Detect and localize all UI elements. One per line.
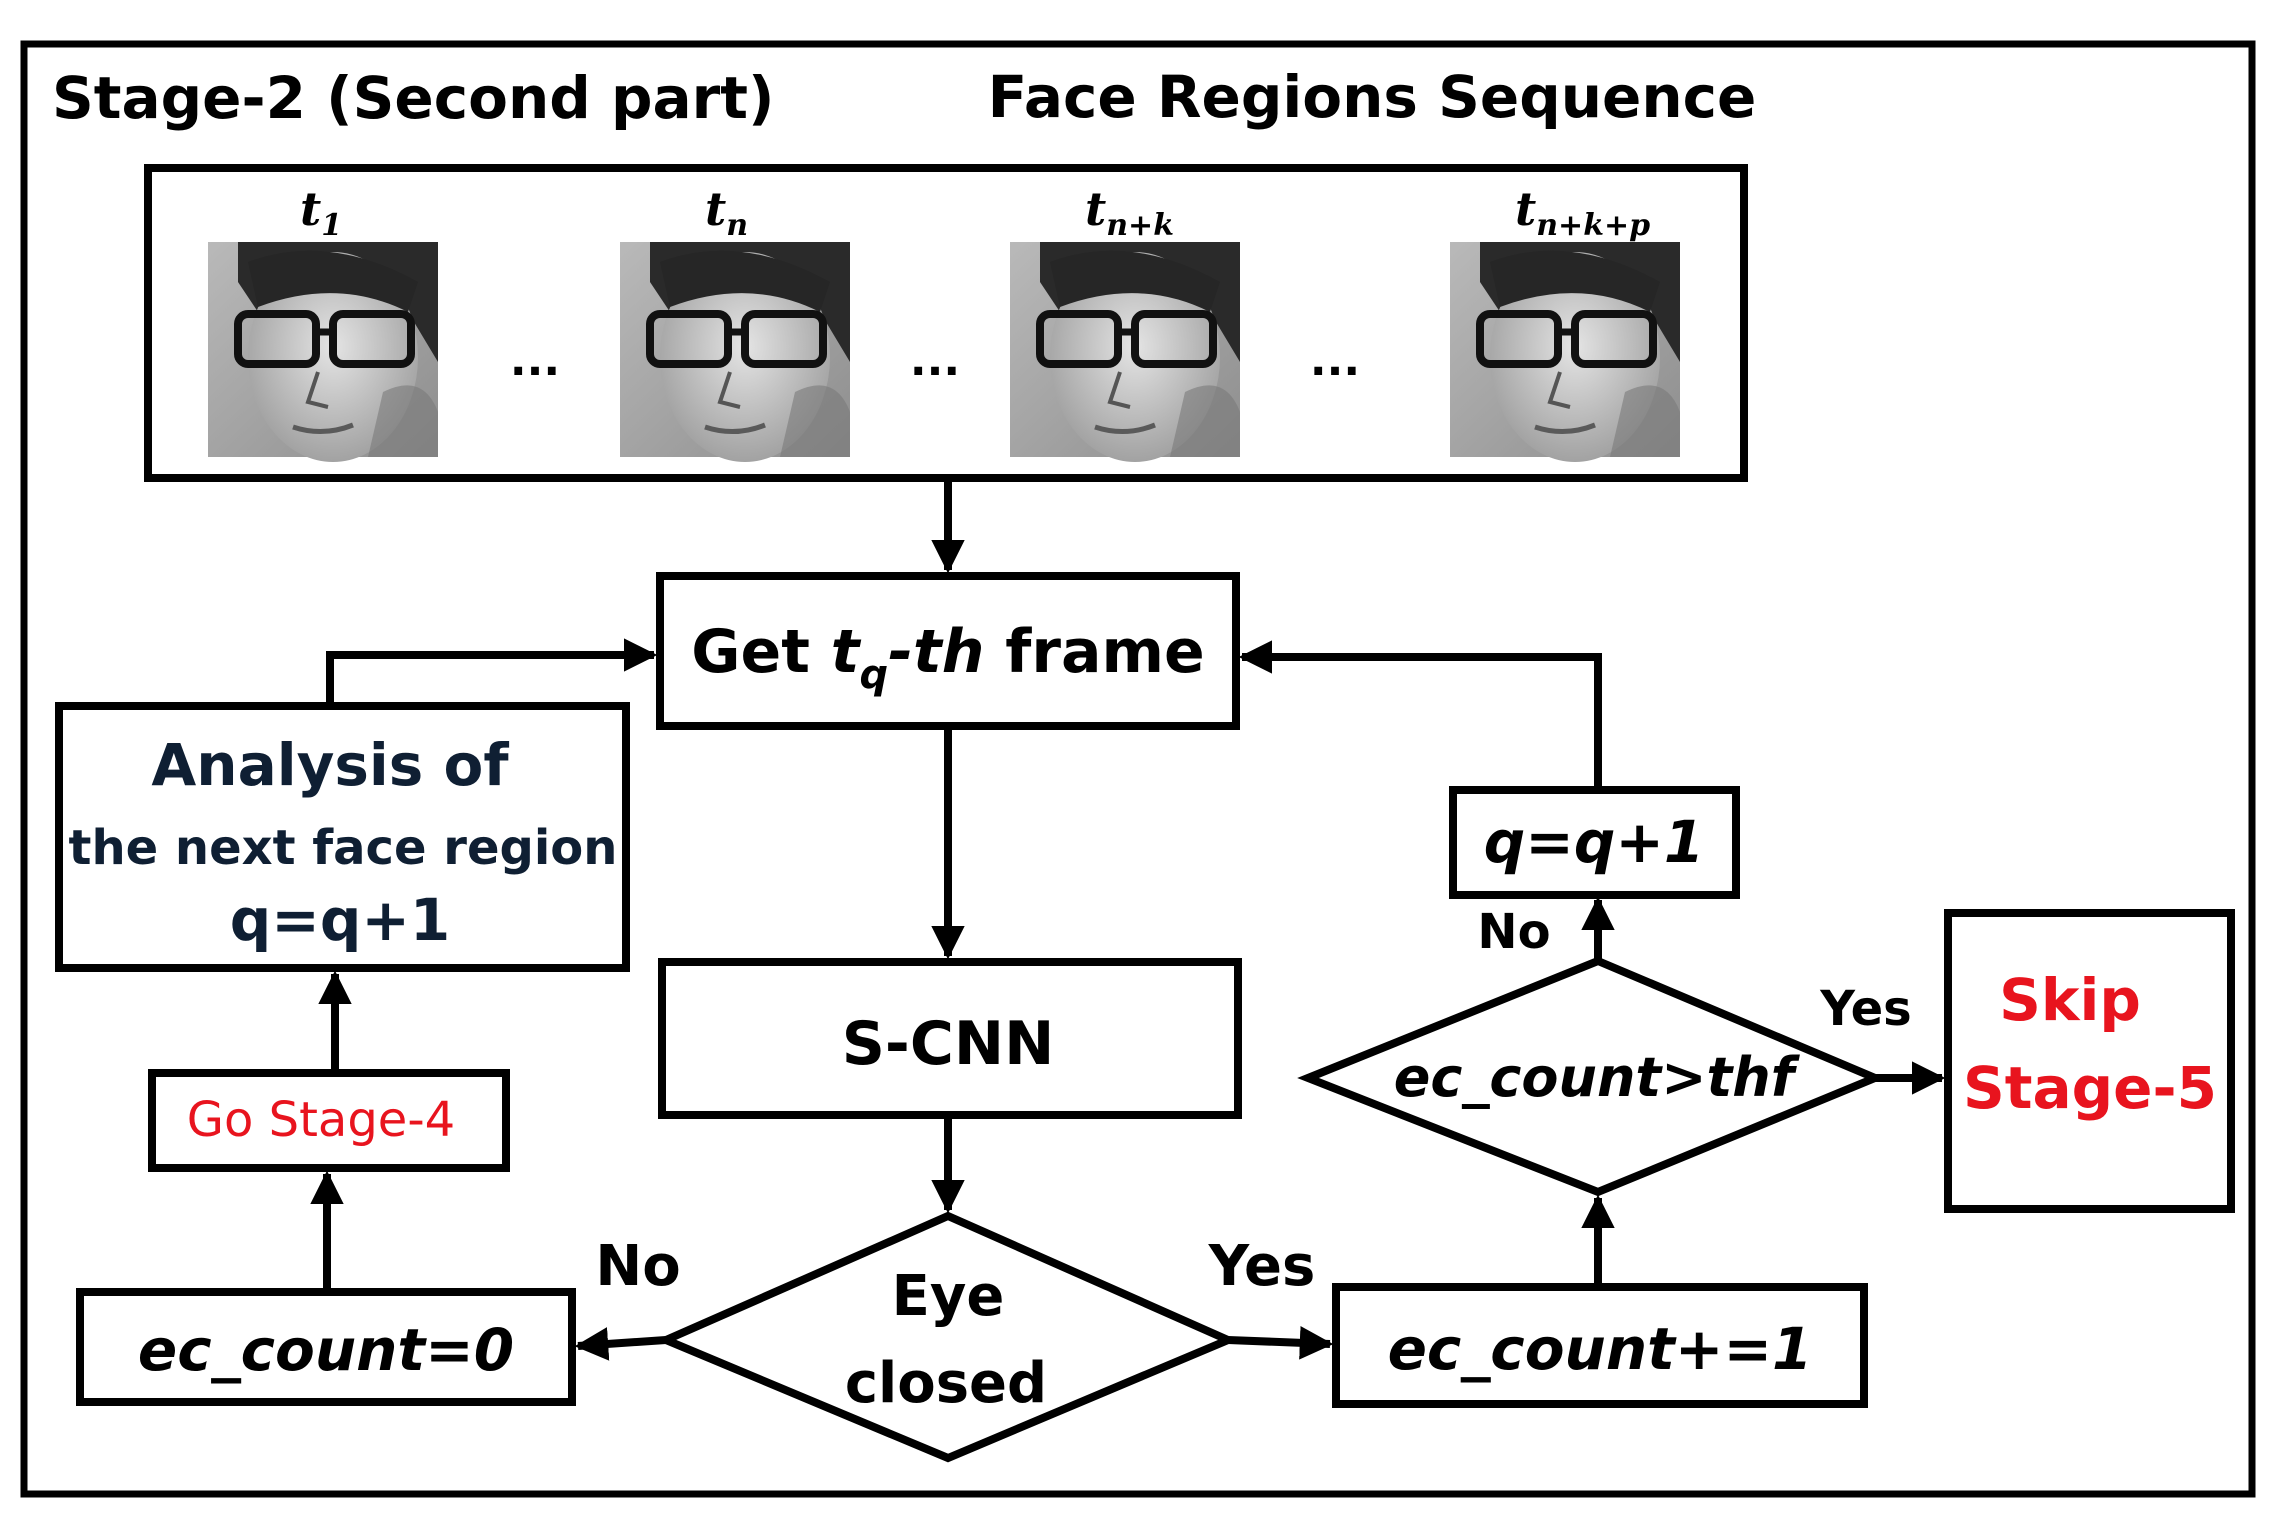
- skip-line1: Skip: [1999, 966, 2141, 1034]
- skip-line2: Stage-5: [1963, 1054, 2217, 1122]
- edge-analysis-to-getframe: [326, 638, 658, 706]
- ellipsis-1: ...: [510, 335, 560, 386]
- go-stage4-box: [148, 1069, 510, 1172]
- connectors: [310, 478, 1946, 1361]
- outer-frame: [20, 40, 2256, 1498]
- face-frame-tn: tn: [620, 182, 850, 462]
- get-frame-text: Get tq-th frame: [691, 617, 1204, 698]
- analysis-line1: Analysis of: [151, 731, 509, 799]
- ellipsis-3: ...: [1310, 335, 1360, 386]
- skip-stage5-box: [1944, 909, 2235, 1213]
- analysis-line3: q=q+1: [230, 886, 451, 954]
- eye-closed-line1: Eye: [892, 1264, 1005, 1329]
- ec-count-cmp-text: ec_count>thf: [1394, 1046, 1801, 1109]
- face-image-tnkp: [1450, 242, 1680, 462]
- q-inc-right-text: q=q+1: [1484, 808, 1705, 876]
- ec-count-zero-text: ec_count=0: [138, 1316, 514, 1384]
- frame-label-tnkp: tn+k+p: [1515, 182, 1650, 243]
- face-image-tn: [620, 242, 850, 462]
- ec-count-inc-text: ec_count+=1: [1388, 1315, 1813, 1383]
- edge-label-cmp-no: No: [1477, 904, 1550, 960]
- face-frame-tnkp: tn+k+p: [1450, 182, 1680, 462]
- edge-eye-to-count-inc: [1227, 1326, 1334, 1360]
- edge-label-eye-no: No: [595, 1234, 680, 1299]
- eye-closed-line2: closed: [845, 1351, 1047, 1416]
- face-frame-t1: t1: [208, 182, 438, 462]
- frame-label-tn: tn: [705, 182, 748, 243]
- edge-eye-to-count-zero: [574, 1327, 667, 1361]
- analysis-line2: the next face region: [69, 820, 618, 876]
- scnn-text: S-CNN: [842, 1009, 1055, 1079]
- go-stage4-text: Go Stage-4: [187, 1092, 455, 1148]
- ellipsis-2: ...: [910, 335, 960, 386]
- edge-label-cmp-yes: Yes: [1819, 981, 1911, 1037]
- face-image-tnk: [1010, 242, 1240, 462]
- face-image-t1: [208, 242, 438, 462]
- ec-count-cmp-diamond: [1297, 956, 1886, 1197]
- sequence-title: Face Regions Sequence: [988, 63, 1757, 131]
- frame-label-tnk: tn+k: [1085, 182, 1174, 243]
- edge-label-eye-yes: Yes: [1208, 1234, 1316, 1299]
- face-frame-tnk: tn+k: [1010, 182, 1240, 462]
- eye-closed-diamond: [655, 1211, 1239, 1463]
- edge-qinc-to-getframe: [1238, 640, 1602, 790]
- stage-title: Stage-2 (Second part): [52, 64, 774, 132]
- analysis-box: [55, 702, 630, 972]
- frame-label-t1: t1: [300, 182, 342, 243]
